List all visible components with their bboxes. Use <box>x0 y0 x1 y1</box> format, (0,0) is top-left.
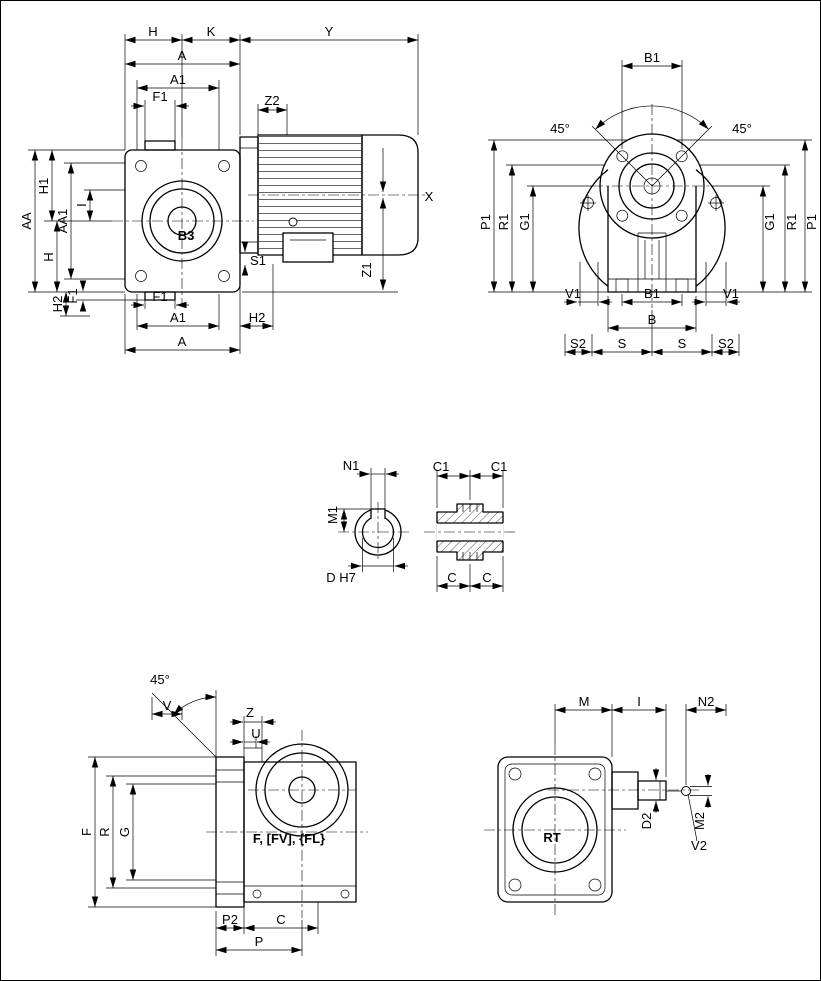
dim-label-a1-top: A1 <box>170 72 186 87</box>
dim-label-aa1: AA1 <box>55 209 70 234</box>
dim-label-f1-left: F1 <box>65 288 80 303</box>
dim-label-v: V <box>163 698 172 713</box>
dim-label-c1-left: C1 <box>433 459 450 474</box>
dim-label-h-left: H <box>41 252 56 261</box>
dim-label-m2: M2 <box>692 812 707 830</box>
dim-label-g1-right: G1 <box>762 213 777 230</box>
b3-geometry <box>112 134 430 306</box>
dim-label-z2: Z2 <box>264 93 279 108</box>
dim-label-i: I <box>74 203 89 207</box>
dim-label-n2: N2 <box>698 694 715 709</box>
dim-label-z: Z <box>246 705 254 720</box>
dim-label-s-left: S <box>618 336 627 351</box>
dim-label-b1-top: B1 <box>644 50 660 65</box>
dim-label-g1-left: G1 <box>517 213 532 230</box>
dim-label-h2-left: H2 <box>50 296 65 313</box>
flange-view: 45° V Z U F R G P2 C P F, [FV], {FL} <box>79 672 368 956</box>
b3-dimension-lines <box>28 34 419 354</box>
dim-label-angle-flange: 45° <box>150 672 170 687</box>
flange-geometry <box>151 690 368 918</box>
dim-label-s1: S1 <box>250 253 266 268</box>
dim-label-s-right: S <box>678 336 687 351</box>
dim-label-p1-right: P1 <box>804 214 819 230</box>
dim-label-x: X <box>425 189 434 204</box>
rt-geometry <box>484 744 700 916</box>
shaft-geometry <box>338 502 516 562</box>
dim-label-g: G <box>117 827 132 837</box>
dim-label-d-h7: D H7 <box>326 570 356 585</box>
shaft-dimension-lines <box>336 468 504 592</box>
shaft-section-view: N1 C1 C1 M1 D H7 C C <box>325 458 516 592</box>
dim-label-h1: H1 <box>36 178 51 195</box>
flange-labels: 45° V Z U F R G P2 C P F, [FV], {FL} <box>79 672 325 949</box>
view-label-rt: RT <box>543 830 560 845</box>
front-dimension-lines <box>488 60 812 356</box>
dim-label-y: Y <box>325 24 334 39</box>
rt-labels: M I N2 D2 M2 V2 RT <box>543 694 714 853</box>
dim-label-c-right: C <box>482 570 491 585</box>
b3-view: H K Y A A1 F1 Z2 X Z1 AA H1 H AA1 I H2 F… <box>19 24 434 354</box>
dim-label-f: F <box>79 828 94 836</box>
dim-label-angle-right: 45° <box>732 121 752 136</box>
shaft-labels: N1 C1 C1 M1 D H7 C C <box>325 458 507 585</box>
dim-label-f1-bottom: F1 <box>152 289 167 304</box>
dim-label-v2: V2 <box>691 838 707 853</box>
view-label-b3: B3 <box>178 228 195 243</box>
view-label-flange: F, [FV], {FL} <box>253 831 325 846</box>
flange-dimension-lines <box>88 697 319 956</box>
dim-label-p1-left: P1 <box>478 214 493 230</box>
dim-label-r1-right: R1 <box>784 214 799 231</box>
dim-label-c1-right: C1 <box>491 459 508 474</box>
dim-label-m1: M1 <box>325 506 340 524</box>
dim-label-c-flange: C <box>276 912 285 927</box>
dim-label-r: R <box>97 827 112 836</box>
dim-label-v1-right: V1 <box>723 286 739 301</box>
dim-label-p2: P2 <box>222 912 238 927</box>
dim-label-u: U <box>251 726 260 741</box>
front-view: B1 45° 45° P1 R1 G1 G1 R1 P1 V1 B1 V1 B … <box>478 50 819 356</box>
dim-label-a-top: A <box>178 48 187 63</box>
dim-label-angle-left: 45° <box>550 121 570 136</box>
rt-dimension-lines <box>554 704 727 813</box>
dim-label-r1-left: R1 <box>496 214 511 231</box>
dim-label-h2-bottom: H2 <box>249 310 266 325</box>
b3-labels: H K Y A A1 F1 Z2 X Z1 AA H1 H AA1 I H2 F… <box>19 24 434 349</box>
dim-label-b: B <box>648 312 657 327</box>
dim-label-s2-left: S2 <box>570 336 586 351</box>
dim-label-b1-bottom: B1 <box>644 286 660 301</box>
front-labels: B1 45° 45° P1 R1 G1 G1 R1 P1 V1 B1 V1 B … <box>478 50 819 351</box>
rt-view: M I N2 D2 M2 V2 RT <box>484 694 727 916</box>
dim-label-s2-right: S2 <box>718 336 734 351</box>
dim-label-h-top: H <box>148 24 157 39</box>
dim-label-i-rt: I <box>637 694 641 709</box>
dim-label-n1: N1 <box>343 458 360 473</box>
dim-label-z1: Z1 <box>359 262 374 277</box>
dim-label-a1-bottom: A1 <box>170 310 186 325</box>
dim-label-a-bottom: A <box>178 334 187 349</box>
dim-label-d2: D2 <box>639 813 654 830</box>
dim-label-v1-left: V1 <box>565 286 581 301</box>
dim-label-m: M <box>579 694 590 709</box>
front-geometry <box>578 104 726 308</box>
dim-label-c-left: C <box>447 570 456 585</box>
dim-label-p: P <box>255 934 264 949</box>
dim-label-k: K <box>207 24 216 39</box>
dim-label-f1-top: F1 <box>152 89 167 104</box>
dim-label-aa: AA <box>19 212 34 230</box>
